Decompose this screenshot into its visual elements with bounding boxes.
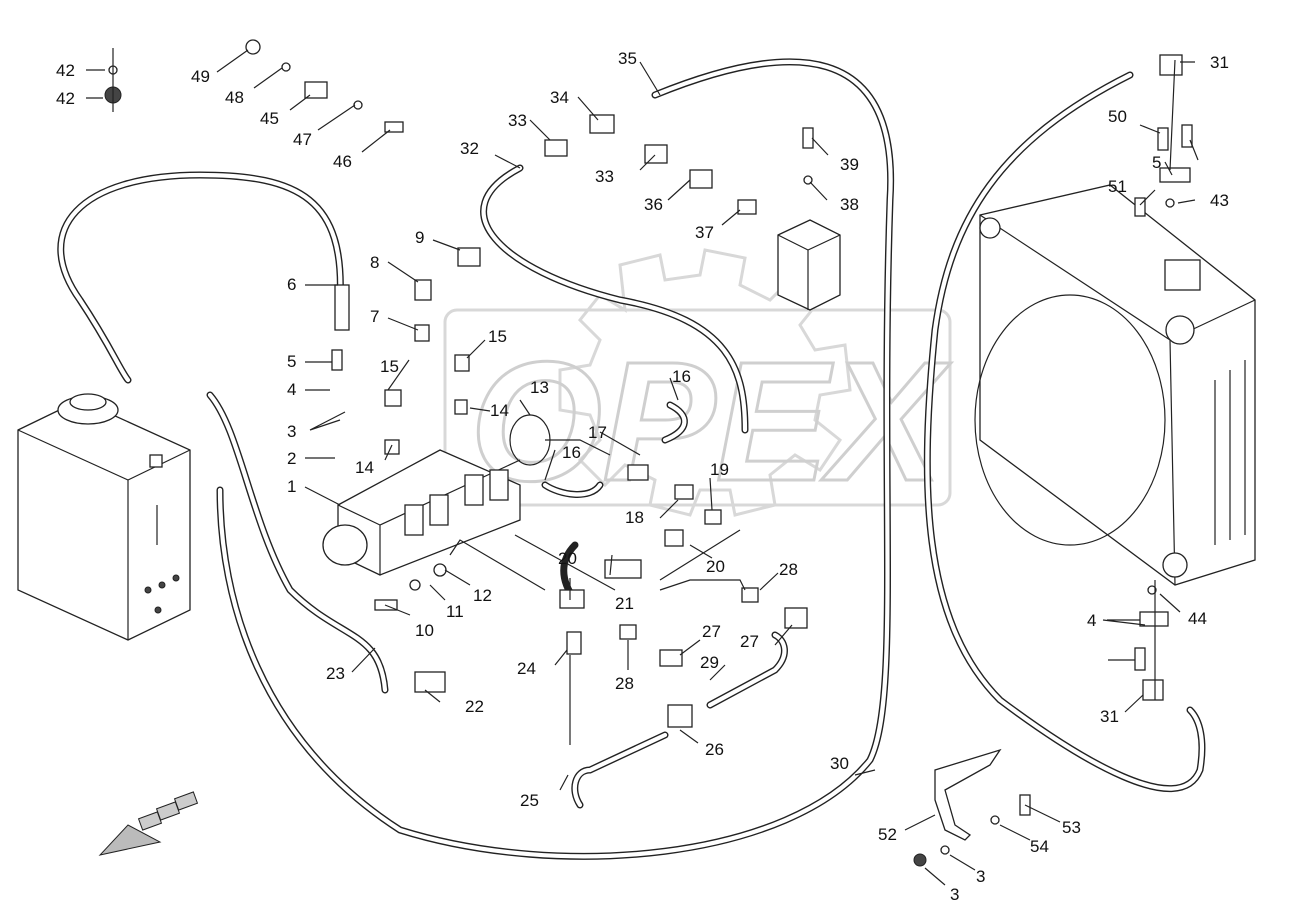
callout-13: 13 [530,378,549,397]
callout-8: 8 [370,253,379,272]
callout-1: 1 [287,477,296,496]
callout-52: 54 [1030,837,1049,856]
callout-18: 18 [625,508,644,527]
callout-39: 39 [840,155,859,174]
callout-28-lower: 28 [615,674,634,693]
callout-42-upper: 43 [1210,191,1229,210]
callout-27-left: 27 [702,622,721,641]
callout-24: 24 [517,659,536,678]
callout-47: 49 [191,67,210,86]
distribution-block [777,219,841,311]
callout-3: 3 [287,422,296,441]
callout-38: 38 [840,195,859,214]
callout-5: 5 [287,352,296,371]
callout-33-upper: 33 [508,111,527,130]
callout-53: 3 [976,867,985,886]
callout-36: 36 [644,195,663,214]
callout-10: 10 [415,621,434,640]
callout-50: 52 [878,825,897,844]
callout-37: 37 [695,223,714,242]
callout-15-right: 15 [488,327,507,346]
hydraulic-tank [17,393,191,641]
callout-15-left: 15 [380,357,399,376]
leader-lines [86,48,1199,886]
hoses [57,58,1206,860]
callout-20-right: 20 [706,557,725,576]
control-valve [322,414,551,576]
callout-43: 45 [260,109,279,128]
callout-labels: 42 42 49 48 45 47 46 6 5 4 3 2 1 9 8 7 1… [56,49,1229,904]
callout-42-lower: 44 [1188,609,1207,628]
callout-7: 7 [370,307,379,326]
callout-6: 6 [287,275,296,294]
radiator [974,184,1256,586]
callout-41: 42 [56,89,75,108]
callout-46: 48 [225,88,244,107]
callout-2: 2 [287,449,296,468]
callout-9: 9 [415,228,424,247]
callout-11: 11 [446,602,464,621]
fittings [104,39,1193,867]
callout-49: 51 [1108,177,1127,196]
callout-19: 19 [710,460,729,479]
callout-48: 50 [1108,107,1127,126]
callout-16-upper: 16 [672,367,691,386]
watermark: OPEX [443,248,953,519]
callout-27-right: 27 [740,632,759,651]
callout-51: 53 [1062,818,1081,837]
callout-14-left: 14 [355,458,374,477]
callout-3-upper: 5 [1152,153,1161,172]
callout-4: 4 [287,380,296,399]
callout-14-right: 14 [490,401,509,420]
callout-22: 22 [465,697,484,716]
bracket [934,748,1002,841]
callout-20-left: 20 [558,549,577,568]
callout-30: 30 [830,754,849,773]
callout-35: 35 [618,49,637,68]
callout-29: 29 [700,653,719,672]
callout-33-lower: 33 [595,167,614,186]
callout-25: 25 [520,791,539,810]
callout-21: 21 [615,594,634,613]
callout-40: 42 [56,61,75,80]
direction-arrow [98,791,199,856]
callout-32: 32 [460,139,479,158]
callout-3-lower: 4 [1087,611,1096,630]
callout-16-lower: 16 [562,443,581,462]
callout-44: 46 [333,152,352,171]
callout-28-upper: 28 [779,560,798,579]
callout-17: 17 [588,423,607,442]
callout-31-lower: 31 [1100,707,1119,726]
callout-31-upper: 31 [1210,53,1229,72]
callout-34: 34 [550,88,569,107]
callout-45: 47 [293,130,312,149]
callout-12: 12 [473,586,492,605]
callout-54: 3 [950,885,959,904]
callout-23: 23 [326,664,345,683]
callout-26: 26 [705,740,724,759]
